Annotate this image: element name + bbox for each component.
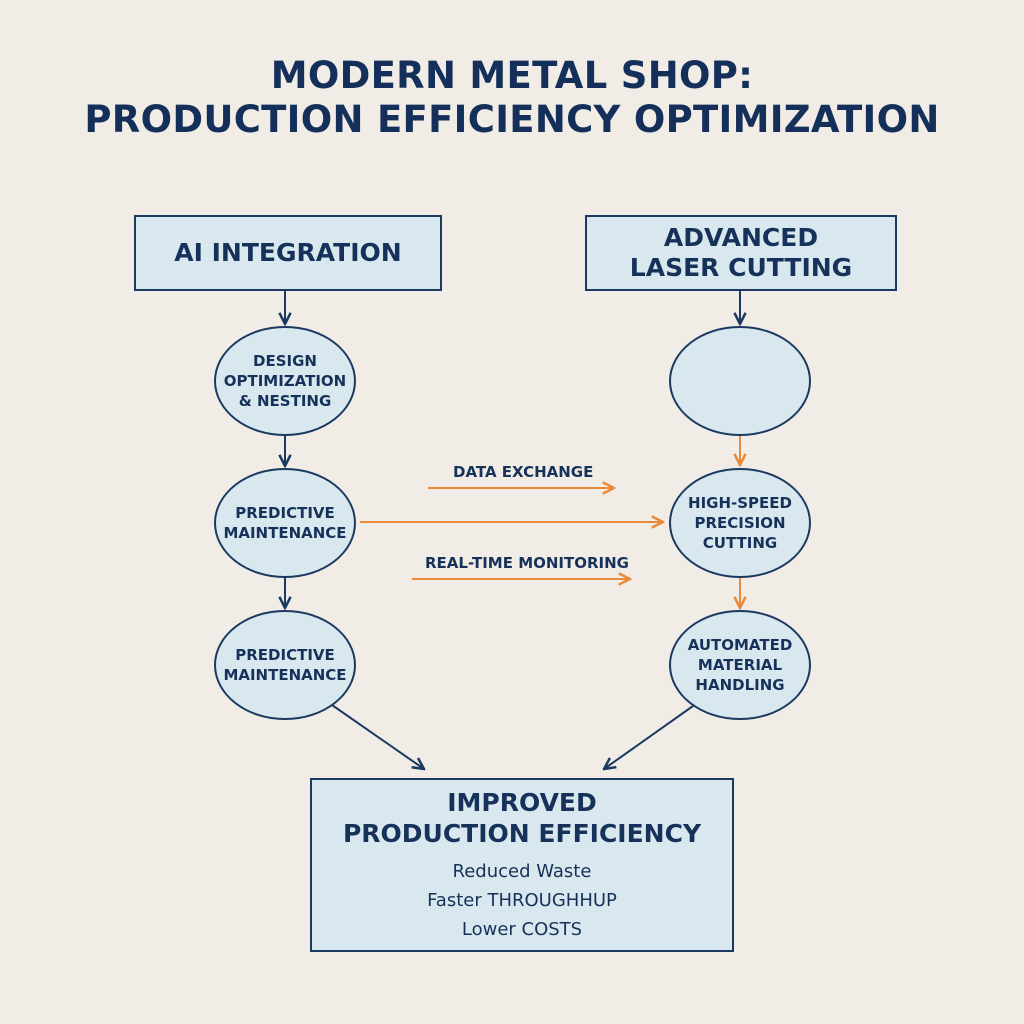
node-label-line: HANDLING bbox=[695, 676, 785, 694]
improved-production-efficiency-box: IMPROVED PRODUCTION EFFICIENCY Reduced W… bbox=[310, 778, 734, 952]
node-label-line: PREDICTIVE bbox=[235, 646, 335, 664]
node-label-line: DESIGN bbox=[253, 352, 317, 370]
design-optimization-node: DESIGN OPTIMIZATION & NESTING bbox=[214, 326, 356, 436]
arrow-automated-to-result bbox=[604, 705, 694, 769]
diagram-title-line-2: PRODUCTION EFFICIENCY OPTIMIZATION bbox=[84, 98, 940, 141]
node-label-line: & NESTING bbox=[238, 392, 332, 410]
advanced-laser-cutting-label-line-1: ADVANCED bbox=[663, 223, 819, 252]
diagram-title-line-1: MODERN METAL SHOP: bbox=[270, 54, 754, 97]
node-label-line: MATERIAL bbox=[697, 656, 783, 674]
empty-laser-node bbox=[669, 326, 811, 436]
benefit-item: Lower COSTS bbox=[461, 918, 583, 940]
advanced-laser-cutting-box: ADVANCED LASER CUTTING bbox=[585, 215, 897, 291]
result-header-line-2: PRODUCTION EFFICIENCY bbox=[342, 818, 702, 848]
result-header-line-1: IMPROVED bbox=[447, 787, 597, 817]
high-speed-precision-cutting-node: HIGH-SPEED PRECISION CUTTING bbox=[669, 468, 811, 578]
advanced-laser-cutting-label-line-2: LASER CUTTING bbox=[629, 253, 853, 282]
benefit-item: Faster THROUGHHUP bbox=[427, 889, 617, 911]
benefit-item: Reduced Waste bbox=[452, 860, 592, 882]
node-label-line: MAINTENANCE bbox=[223, 666, 347, 684]
node-label-line: PRECISION bbox=[694, 514, 786, 532]
node-label-line: MAINTENANCE bbox=[223, 524, 347, 542]
predictive-maintenance-node-2: PREDICTIVE MAINTENANCE bbox=[214, 610, 356, 720]
node-label-line: CUTTING bbox=[702, 534, 778, 552]
ai-integration-box: AI INTEGRATION bbox=[134, 215, 442, 291]
node-label-line: OPTIMIZATION bbox=[223, 372, 347, 390]
predictive-maintenance-node-1: PREDICTIVE MAINTENANCE bbox=[214, 468, 356, 578]
ai-integration-label: AI INTEGRATION bbox=[174, 238, 402, 267]
automated-material-handling-node: AUTOMATED MATERIAL HANDLING bbox=[669, 610, 811, 720]
real-time-monitoring-label: REAL-TIME MONITORING bbox=[425, 554, 629, 572]
node-label-line: AUTOMATED bbox=[687, 636, 793, 654]
benefits-list: Reduced Waste Faster THROUGHHUP Lower CO… bbox=[427, 857, 617, 944]
arrow-predictive-2-to-result bbox=[331, 704, 424, 769]
node-label-line: PREDICTIVE bbox=[235, 504, 335, 522]
node-label-line: HIGH-SPEED bbox=[688, 494, 792, 512]
data-exchange-label: DATA EXCHANGE bbox=[453, 463, 594, 481]
